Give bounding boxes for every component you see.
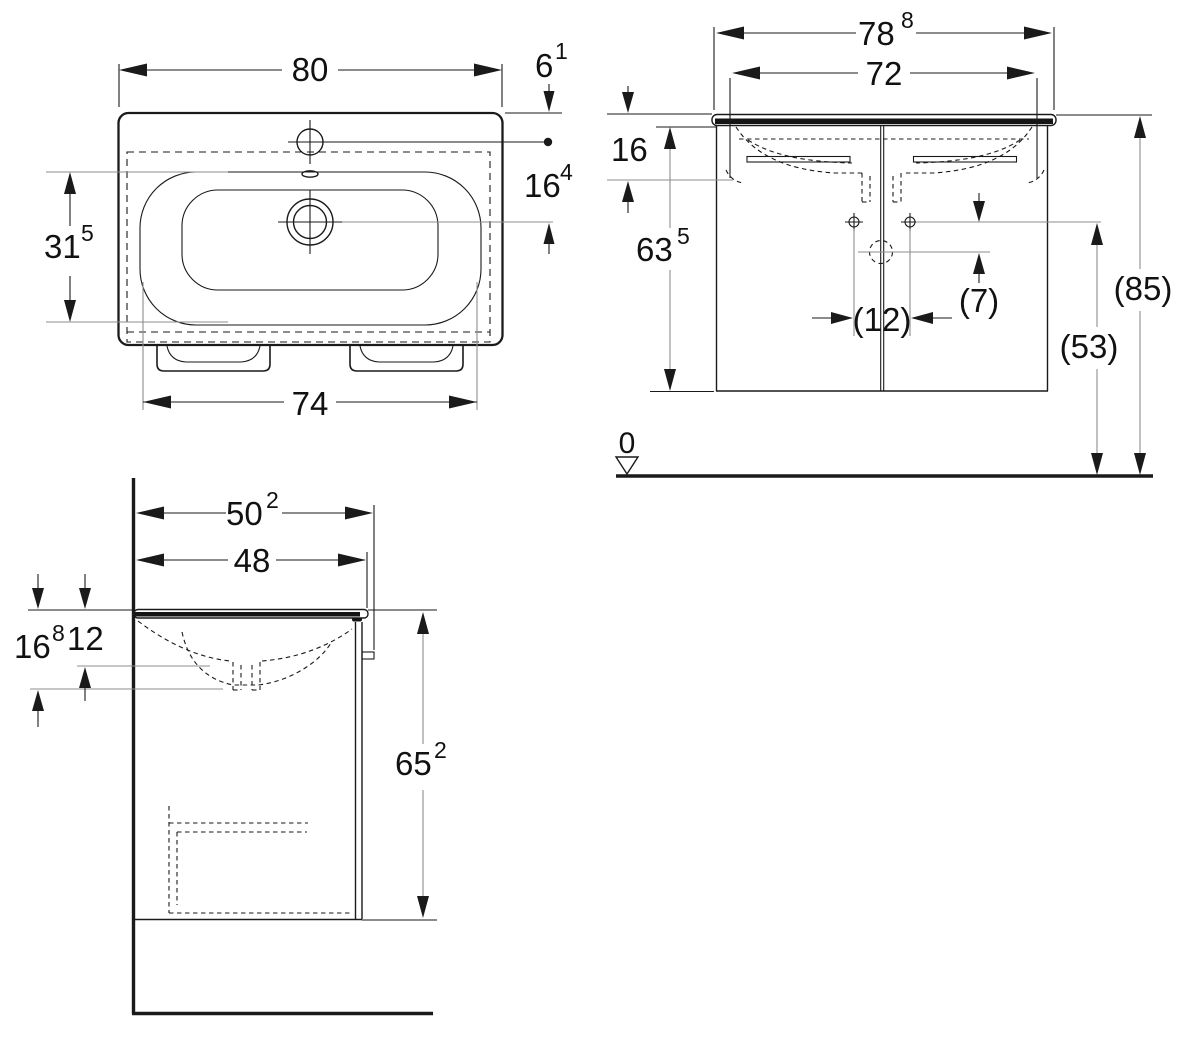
plan-door-handles	[156, 345, 464, 372]
dim-label: 16	[524, 167, 561, 204]
plan-cabinet-hidden-outline	[126, 151, 491, 343]
dim-front-drain-offset: (7)	[959, 193, 999, 319]
dim-plan-tap-offset: 6 1	[505, 38, 568, 114]
dim-label: (12)	[853, 301, 912, 338]
datum-triangle-icon	[614, 456, 640, 476]
dim-side-bowl-depth: 12	[67, 574, 104, 701]
dim-plan-bowl-depth: 31 5	[44, 171, 228, 323]
dim-side-basin-depth: 48	[136, 542, 368, 608]
tap-hole	[288, 120, 332, 164]
dim-label: (7)	[959, 282, 999, 319]
dim-superscript: 2	[434, 737, 447, 763]
side-basin-slab-band	[135, 612, 360, 617]
dim-plan-tap-to-drain: 16 4	[524, 159, 573, 254]
dim-label: 12	[67, 620, 104, 657]
dim-label: 65	[395, 745, 432, 782]
dim-label: 16	[14, 628, 51, 665]
dim-label: 78	[858, 15, 895, 52]
dim-label: (85)	[1114, 270, 1173, 307]
dim-superscript: 2	[266, 487, 279, 513]
dim-label: 6	[535, 47, 553, 84]
front-basin-slab	[711, 113, 1057, 127]
dim-front-cabinet-height: 63 5	[636, 127, 690, 391]
front-trap-hidden	[861, 173, 902, 203]
front-view: 78 8 72 16 63 5	[607, 7, 1173, 478]
dim-label: 48	[234, 542, 271, 579]
dim-plan-overall-width: 80	[118, 51, 503, 107]
plan-bowl-outer	[139, 171, 482, 326]
dim-label: 80	[292, 51, 329, 88]
dim-label: 31	[44, 228, 81, 265]
dim-side-cabinet-height: 65 2	[395, 612, 447, 918]
plan-basin-outline	[117, 111, 504, 347]
side-slab-nose	[352, 617, 362, 622]
dim-superscript: 5	[677, 223, 690, 249]
drain-hole	[278, 190, 342, 254]
datum-label: 0	[619, 427, 636, 460]
side-cabinet	[134, 622, 363, 921]
fixing-screw-left	[845, 213, 863, 231]
front-cabinet	[715, 126, 1049, 392]
dim-front-washbasin-width: 78 8	[713, 7, 1055, 110]
dim-front-fixing-spacing: (12)	[812, 301, 952, 338]
dim-side-total-depth: 50 2	[136, 487, 375, 650]
dim-label: 63	[636, 231, 673, 268]
side-interior-hidden	[168, 806, 352, 914]
dim-superscript: 4	[560, 159, 573, 185]
plan-view: 80 6 1 16 4 31 5	[44, 38, 573, 422]
dim-label: 74	[292, 385, 329, 422]
front-left-handle	[746, 155, 851, 163]
front-right-handle	[912, 155, 1018, 163]
dim-superscript: 8	[901, 7, 914, 33]
dim-label: 50	[226, 495, 263, 532]
dim-superscript: 8	[52, 620, 65, 646]
dim-front-inner-width: 72	[729, 55, 1038, 178]
side-view: 50 2 48 16 8 12	[14, 478, 447, 1016]
dim-front-total-height: (85)	[1114, 116, 1173, 475]
tap-hole-dim-dot	[543, 137, 553, 147]
dim-side-basin-height: 16 8	[14, 574, 65, 727]
overflow-slot	[301, 170, 319, 178]
side-handle	[361, 651, 375, 660]
dim-label: 16	[611, 131, 648, 168]
dim-label: 72	[866, 55, 903, 92]
side-basin-slab	[133, 608, 369, 619]
dim-superscript: 1	[555, 38, 568, 64]
datum-zero: 0	[614, 427, 640, 476]
dim-front-basin-height: 16	[611, 86, 648, 213]
dim-label: (53)	[1060, 328, 1119, 365]
dim-front-fixing-height: (53)	[1060, 223, 1119, 475]
dim-superscript: 5	[81, 220, 94, 246]
front-basin-hidden-edges	[725, 126, 1045, 203]
front-basin-slab-band	[715, 118, 1053, 124]
side-basin-hidden-edges	[137, 620, 353, 691]
dim-plan-bottom-width: 74	[142, 282, 478, 422]
